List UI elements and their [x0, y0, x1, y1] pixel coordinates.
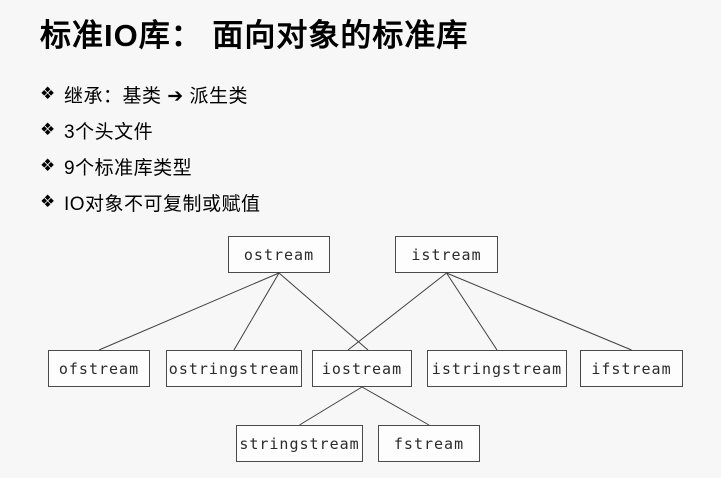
- diagram-node-stringstream: stringstream: [236, 425, 363, 462]
- hierarchy-edge-istream-iostream: [347, 272, 447, 351]
- diagram-node-ifstream: ifstream: [580, 350, 683, 387]
- bullet-list: ❖ 继承：基类 ➔ 派生类 ❖ 3个头文件 ❖ 9个标准库类型 ❖ IO对象不可复制或赋值: [40, 76, 261, 220]
- bullet-text: IO对象不可复制或赋值: [64, 193, 261, 215]
- diagram-node-istream: istream: [395, 236, 498, 273]
- hierarchy-edge-ostream-ostringstream: [233, 272, 280, 351]
- bullet-text: 9个标准库类型: [64, 157, 193, 179]
- bullet-item: ❖ IO对象不可复制或赋值: [40, 184, 261, 220]
- bullet-item: ❖ 9个标准库类型: [40, 148, 261, 184]
- hierarchy-edge-iostream-stringstream: [299, 386, 363, 426]
- bullet-text: 3个头文件: [64, 121, 154, 143]
- bullet-diamond-icon: ❖: [40, 84, 56, 103]
- bullet-item: ❖ 继承：基类 ➔ 派生类: [40, 76, 261, 112]
- diagram-node-ostringstream: ostringstream: [166, 350, 302, 387]
- bullet-item: ❖ 3个头文件: [40, 112, 261, 148]
- bullet-diamond-icon: ❖: [40, 192, 56, 211]
- diagram-node-fstream: fstream: [378, 425, 480, 462]
- slide-title: 标准IO库： 面向对象的标准库: [40, 18, 469, 53]
- hierarchy-edge-istream-istringstream: [446, 272, 498, 351]
- diagram-node-iostream: iostream: [312, 350, 412, 387]
- diagram-node-ostream: ostream: [228, 236, 330, 273]
- hierarchy-edge-ostream-ofstream: [98, 272, 280, 351]
- diagram-node-ofstream: ofstream: [48, 350, 150, 387]
- bullet-diamond-icon: ❖: [40, 120, 56, 139]
- hierarchy-edge-iostream-fstream: [361, 386, 430, 426]
- bullet-text: 继承：基类 ➔ 派生类: [64, 85, 248, 107]
- bullet-diamond-icon: ❖: [40, 156, 56, 175]
- hierarchy-edge-istream-ifstream: [446, 272, 632, 351]
- diagram-node-istringstream: istringstream: [427, 350, 567, 387]
- hierarchy-edge-ostream-iostream: [278, 272, 369, 351]
